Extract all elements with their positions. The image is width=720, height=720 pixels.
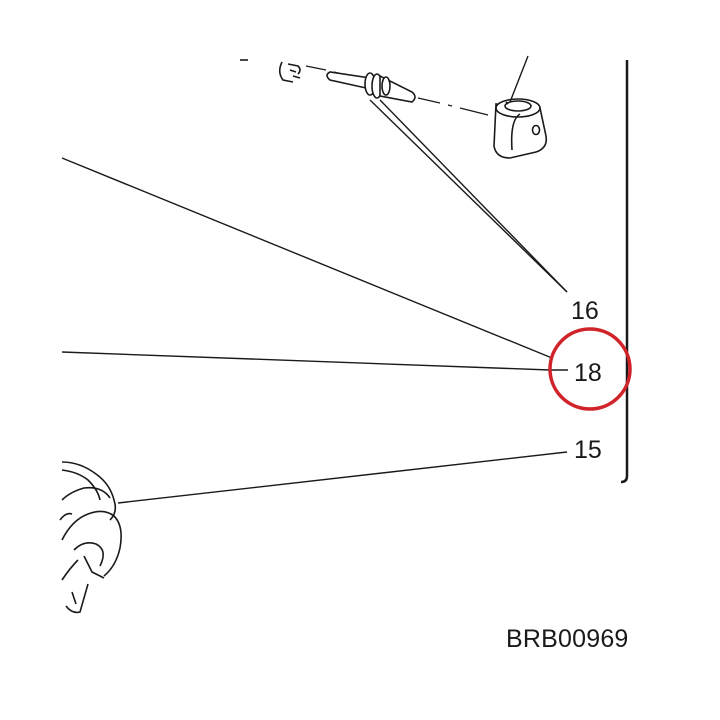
callout-18: 18 xyxy=(574,359,602,387)
leader-line-18-b xyxy=(61,351,551,371)
leader-line-15 xyxy=(117,451,568,504)
leader-line-16-b xyxy=(379,99,568,293)
cap-leader-line xyxy=(509,55,529,103)
callout-15: 15 xyxy=(574,436,602,464)
callout-16: 16 xyxy=(571,297,599,325)
cap-icon xyxy=(493,98,548,159)
drawing-code: BRB00969 xyxy=(506,625,629,653)
hand-icon xyxy=(59,461,122,614)
leader-line-16-a xyxy=(369,99,568,293)
right-bracket xyxy=(620,60,629,484)
highlight-circle xyxy=(548,327,632,411)
leader-line-18-a xyxy=(61,157,553,359)
pin-icon xyxy=(326,71,416,103)
clip-icon xyxy=(240,59,301,83)
